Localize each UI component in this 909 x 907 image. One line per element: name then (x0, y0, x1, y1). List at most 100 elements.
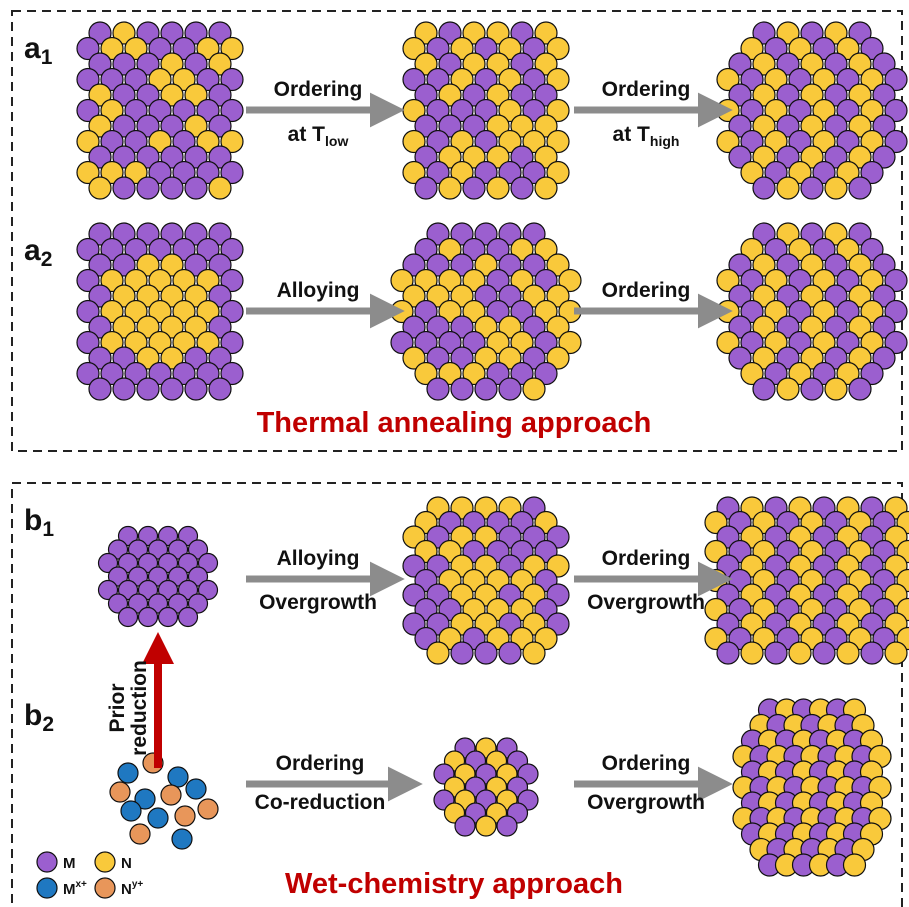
atom-N (438, 299, 462, 324)
atom-M (187, 566, 209, 587)
atom-M (124, 237, 148, 262)
atom-M (474, 67, 498, 92)
atom-M (197, 579, 219, 601)
atom-N (546, 284, 570, 308)
atom-N (498, 346, 522, 370)
atom-M (872, 83, 896, 107)
atom-M (220, 299, 244, 324)
atom-N (824, 176, 848, 200)
legend: M N Mx+ Ny+ (36, 851, 143, 899)
atom-N (462, 52, 486, 76)
atom-M (812, 36, 836, 61)
atom-N (148, 299, 172, 324)
atom-N (812, 67, 836, 92)
particle-a2-core-shell (76, 222, 244, 401)
atom-N (390, 268, 414, 293)
atom-M (462, 176, 486, 200)
a2-step2-label: Ordering (602, 279, 691, 302)
atom-N (208, 52, 232, 76)
atom-M (137, 525, 159, 547)
atom-N (522, 129, 546, 154)
atom-M (486, 361, 510, 386)
atom-M (462, 114, 486, 138)
atom-M (522, 315, 546, 339)
atom-M (776, 346, 800, 370)
atom-N (776, 21, 800, 45)
atom-M (117, 525, 139, 547)
atom-N (764, 129, 788, 154)
atom-N (764, 330, 788, 355)
atom-M (112, 346, 136, 370)
atom-N (136, 315, 160, 339)
atom-N (486, 330, 510, 355)
ion-N (109, 781, 131, 803)
atom-M (88, 253, 112, 277)
atom-N (184, 83, 208, 107)
atom-M (112, 114, 136, 138)
atom-M (836, 67, 860, 92)
atom-M (157, 579, 179, 601)
atom-N (438, 268, 462, 293)
a1-step2-label: Ordering (602, 78, 691, 101)
atom-M (776, 83, 800, 107)
atom-M (402, 67, 426, 92)
particle-b1-alloyed (402, 496, 570, 665)
atom-M (208, 284, 232, 308)
atom-N (402, 160, 426, 185)
atom-N (800, 83, 824, 107)
atom-M (824, 284, 848, 308)
atom-M (184, 176, 208, 200)
atom-N (486, 176, 510, 200)
atom-M (860, 641, 884, 665)
atom-M (474, 377, 498, 401)
atom-M (764, 36, 788, 61)
atom-M (872, 284, 896, 308)
atom-N (172, 330, 196, 355)
atom-M (147, 566, 169, 587)
atom-M (208, 114, 232, 138)
particle-a1-ordered (716, 21, 908, 200)
atom-N (498, 98, 522, 123)
atom-N (498, 67, 522, 92)
atom-M (824, 145, 848, 169)
atom-M (100, 237, 124, 262)
atom-N (438, 176, 462, 200)
atom-M (522, 67, 546, 92)
atom-M (426, 160, 450, 185)
atom-M (127, 566, 149, 587)
atom-N (160, 52, 184, 76)
atom-M (167, 566, 189, 587)
atom-M (740, 268, 764, 293)
ion-M (117, 762, 139, 784)
atom-M (172, 361, 196, 386)
atom-M (740, 330, 764, 355)
atom-M (438, 330, 462, 355)
atom-M (160, 21, 184, 45)
atom-M (414, 114, 438, 138)
atom-M (172, 98, 196, 123)
atom-M (426, 346, 450, 370)
atom-N (450, 160, 474, 185)
atom-N (776, 222, 800, 246)
atom-M (88, 145, 112, 169)
atom-M (76, 98, 100, 123)
particle-b1-ordered (704, 496, 909, 665)
atom-M (97, 579, 119, 601)
legend-label-N: N (121, 855, 132, 872)
atom-M (160, 377, 184, 401)
atom-M (486, 268, 510, 293)
atom-M (764, 641, 788, 665)
atom-M (127, 593, 149, 614)
atom-N (848, 284, 872, 308)
atom-N (824, 21, 848, 45)
atom-N (136, 284, 160, 308)
atom-N (824, 377, 848, 401)
atom-M (860, 361, 884, 386)
atom-N (196, 129, 220, 154)
atom-N (402, 36, 426, 61)
ion-M (185, 778, 207, 800)
atom-N (764, 98, 788, 123)
atom-M (462, 330, 486, 355)
atom-M (788, 268, 812, 293)
